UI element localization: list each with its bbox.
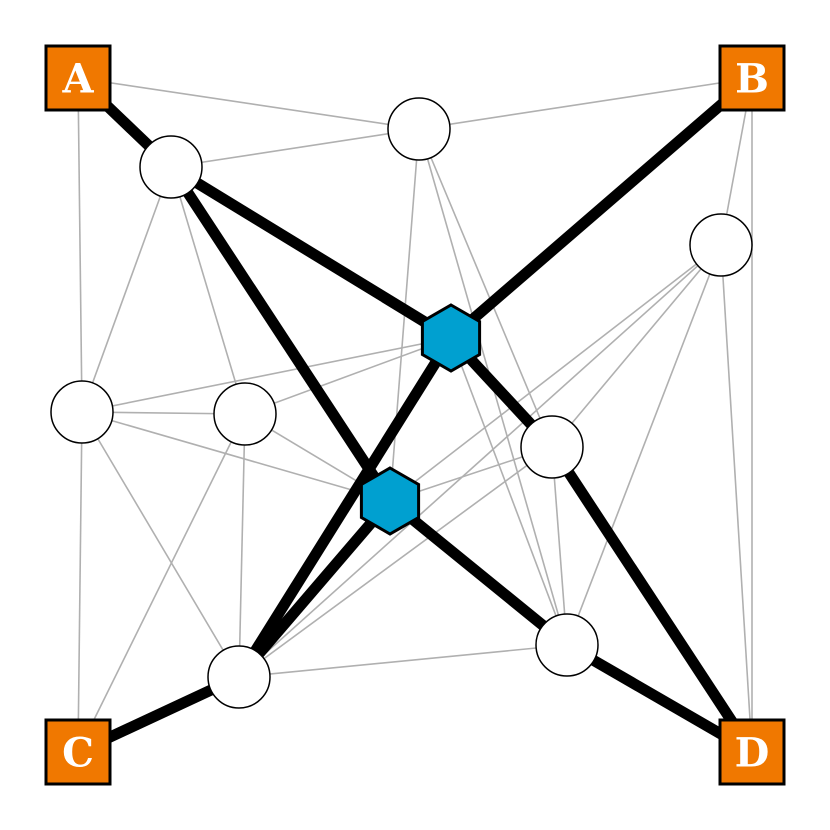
thin-edge-n3-H2 xyxy=(81,411,391,502)
terminal-box-C xyxy=(44,718,112,786)
thin-edge-n4-C xyxy=(77,413,246,753)
terminal-box-A xyxy=(44,44,112,112)
terminal-box-D xyxy=(718,718,786,786)
thick-edge-n6-D xyxy=(547,443,757,756)
thin-edge-n1-n3 xyxy=(81,166,172,413)
circle-node-n4 xyxy=(213,382,277,446)
circle-node-n6 xyxy=(520,415,584,479)
thin-edge-n3-H1 xyxy=(81,337,452,413)
thin-edge-n3-n8 xyxy=(81,411,240,678)
thin-edge-H1-n7 xyxy=(450,337,568,646)
thin-edge-n5-D xyxy=(720,244,753,753)
thick-edge-n1-H2 xyxy=(166,163,395,505)
thin-edge-n4-n8 xyxy=(238,413,246,678)
thin-edge-n5-n7 xyxy=(566,244,722,646)
terminal-node-C: C xyxy=(44,718,112,786)
thick-edge-n1-H1 xyxy=(168,162,454,343)
thin-edge-A-n2 xyxy=(77,77,420,130)
terminal-label-B: B xyxy=(735,56,769,103)
thin-edge-n4-H1 xyxy=(244,337,452,415)
nodes-group: A B C D xyxy=(44,44,786,786)
terminal-label-C: C xyxy=(62,730,94,777)
thick-edge-H2-n7 xyxy=(386,496,571,650)
terminal-node-D: D xyxy=(718,718,786,786)
thin-edge-n5-H2 xyxy=(389,244,722,502)
circle-node-n5 xyxy=(689,213,753,277)
thin-edge-n1-n4 xyxy=(170,166,246,415)
circle-node-n1 xyxy=(139,135,203,199)
hub-node-H2 xyxy=(359,466,421,536)
thin-edge-n3-C xyxy=(77,411,83,753)
thin-edge-n8-n6 xyxy=(238,446,553,678)
thick-edge-H1-n8 xyxy=(234,335,456,680)
thin-edge-n1-n2 xyxy=(170,128,420,168)
circle-node-n3 xyxy=(50,380,114,444)
thick-edge-B-H1 xyxy=(447,73,756,343)
thin-edge-A-n3 xyxy=(77,77,83,413)
thin-edge-n2-n6 xyxy=(418,128,553,448)
circle-node-n7 xyxy=(535,613,599,677)
terminal-node-A: A xyxy=(44,44,112,112)
hub-node-H1 xyxy=(420,303,482,373)
thin-edge-n8-n7 xyxy=(238,644,568,678)
thin-edge-n5-n8 xyxy=(238,244,722,678)
terminal-node-B: B xyxy=(718,44,786,112)
thick-edge-H2-n8 xyxy=(234,497,395,681)
terminal-label-D: D xyxy=(735,730,770,777)
thin-edge-n5-n6 xyxy=(551,244,722,448)
terminal-box-B xyxy=(718,44,786,112)
thin-edge-n2-B xyxy=(418,77,753,130)
thin-edge-n6-n7 xyxy=(551,446,568,646)
terminal-label-A: A xyxy=(61,56,94,103)
circle-node-n2 xyxy=(387,97,451,161)
circle-node-n8 xyxy=(207,645,271,709)
